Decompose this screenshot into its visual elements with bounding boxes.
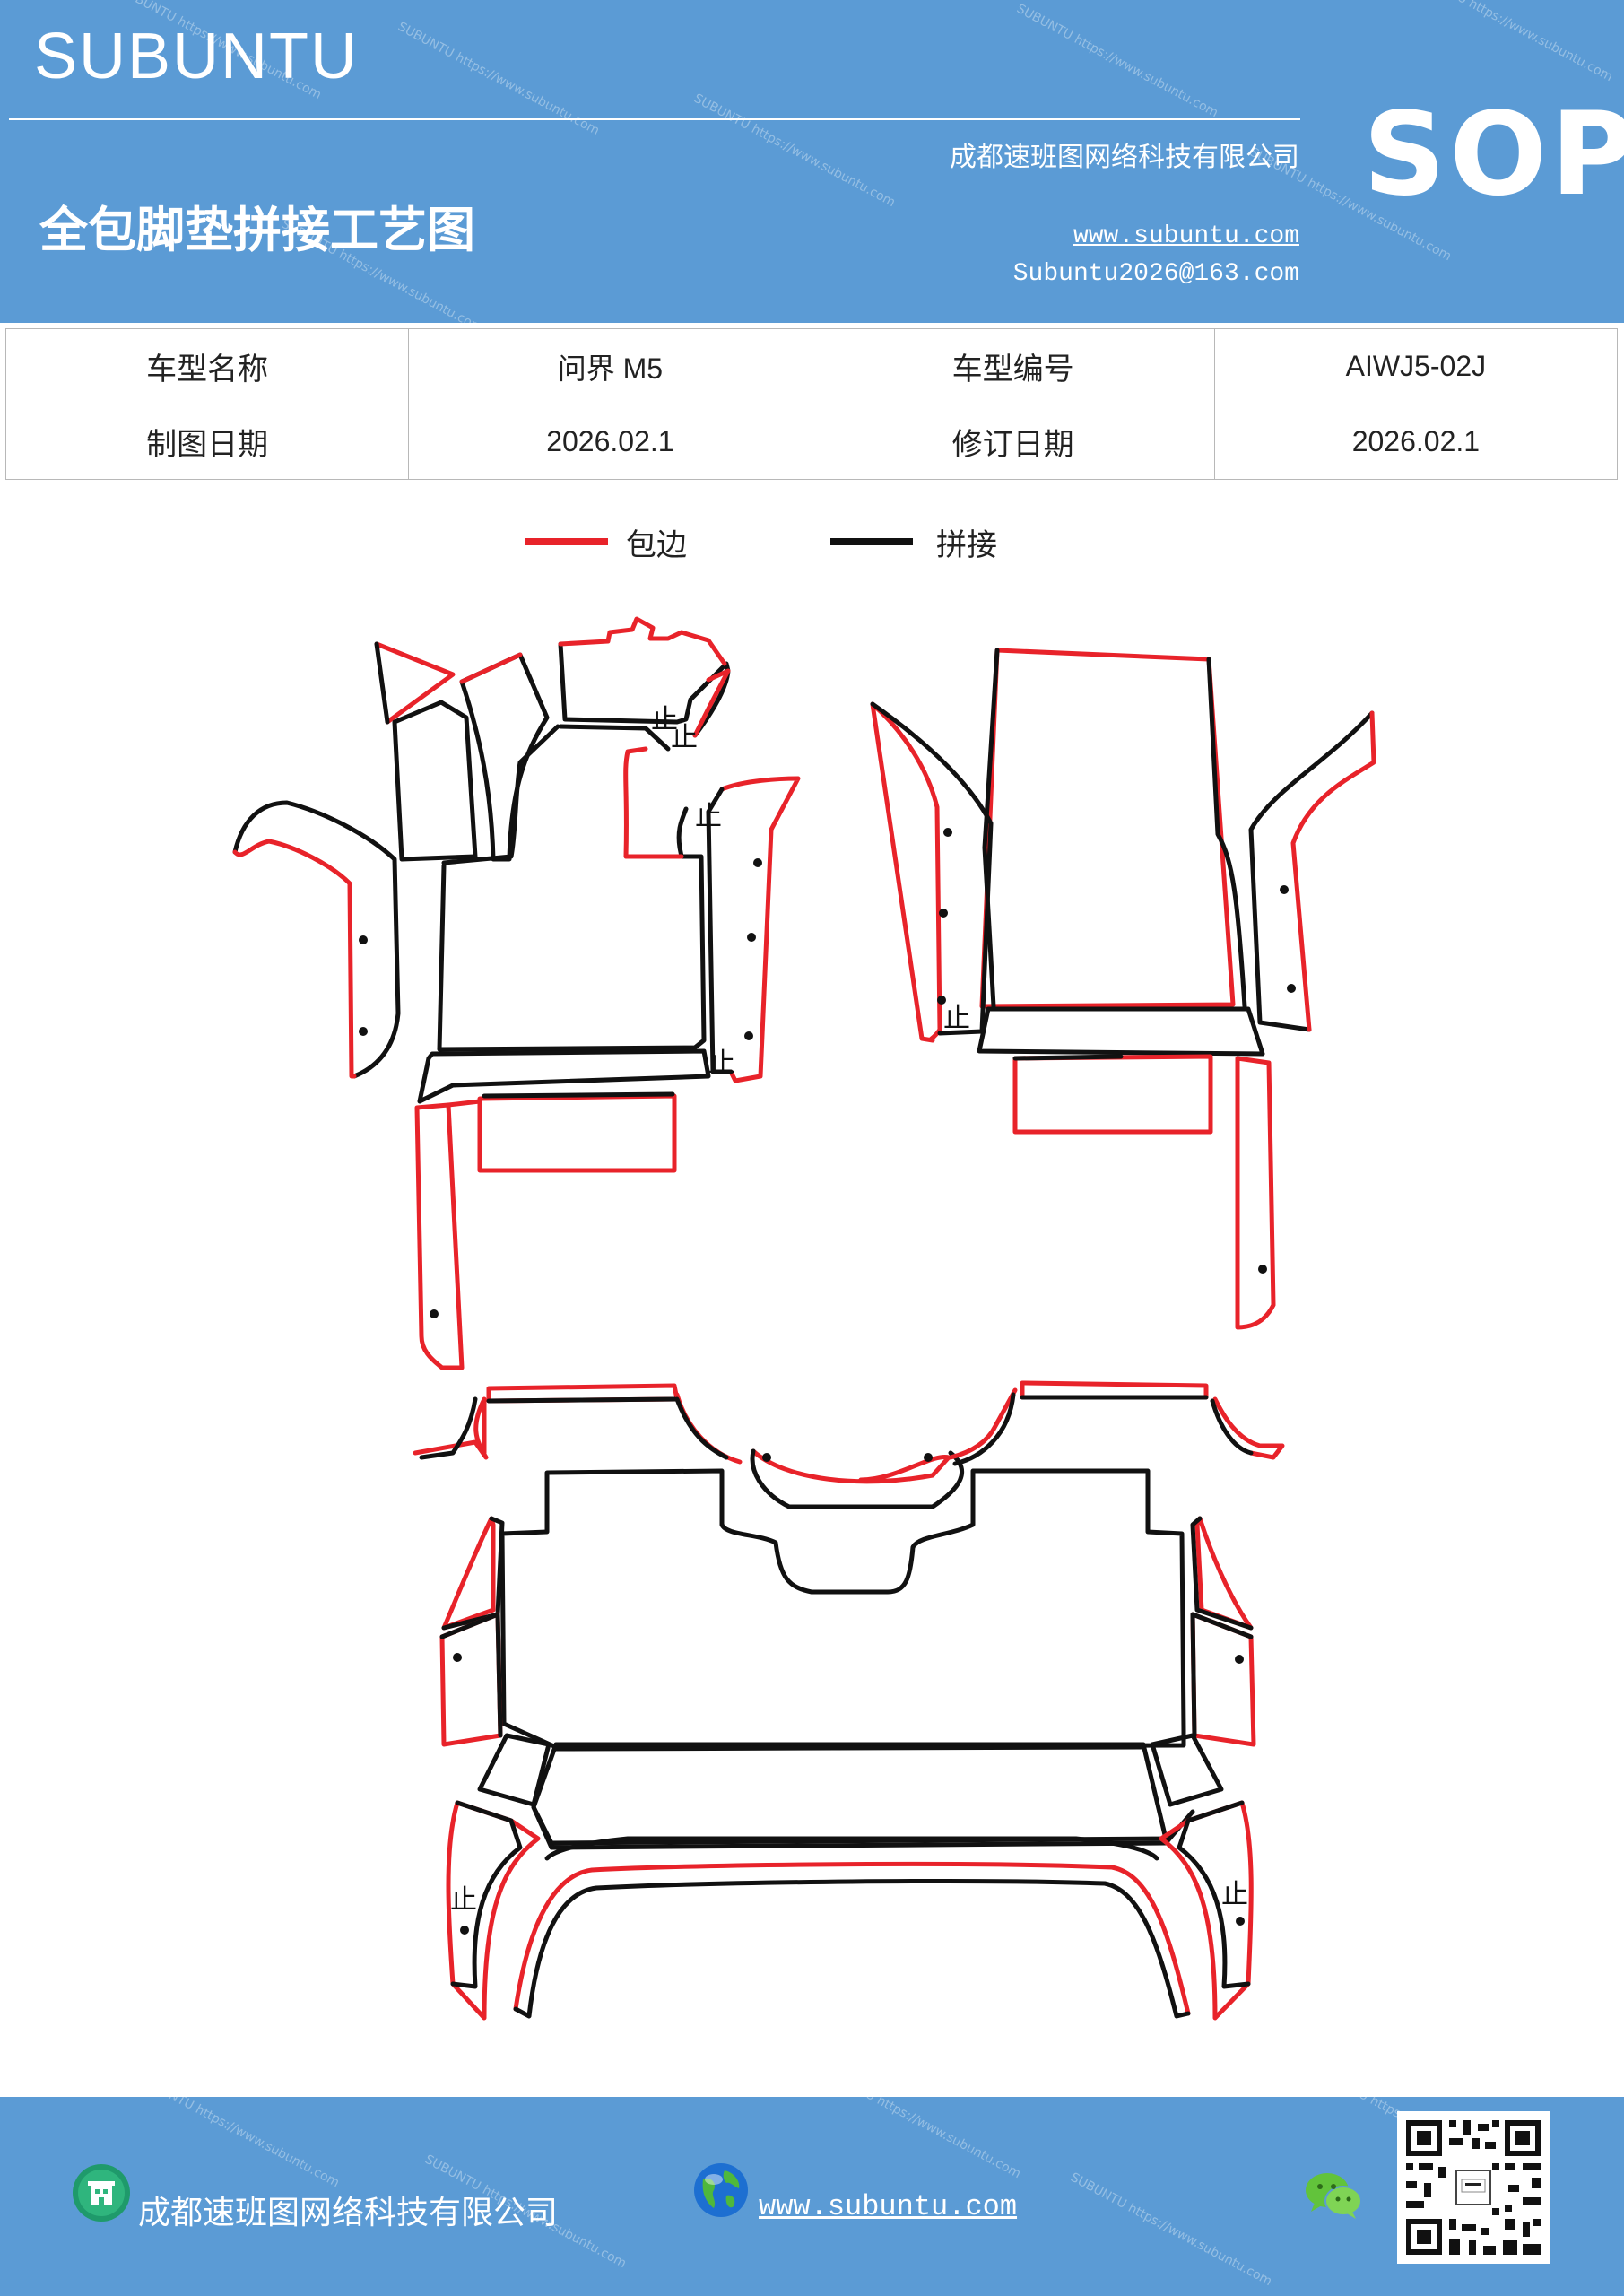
model-code-value: AIWJ5-02J [1213, 328, 1619, 404]
header-banner: SUBUNTU https://www.subuntu.com SUBUNTU … [0, 0, 1624, 323]
qr-code [1397, 2111, 1550, 2264]
stop-mark: 止 [1221, 1879, 1248, 1910]
table-row: 车型名称 问界 M5 车型编号 AIWJ5-02J [4, 328, 1619, 404]
front-right-mat-group [870, 648, 1376, 1330]
stop-mark: 止 [450, 1884, 477, 1916]
model-code-label: 车型编号 [811, 328, 1215, 404]
wechat-icon[interactable] [1302, 2169, 1365, 2222]
watermark: SUBUNTU https://www.subuntu.com [816, 2097, 1023, 2182]
header-divider [9, 118, 1300, 120]
revise-date-label: 修订日期 [811, 404, 1215, 480]
sop-badge: SOP [1363, 88, 1624, 222]
model-name-label: 车型名称 [4, 328, 410, 404]
company-name: 成都速班图网络科技有限公司 [950, 142, 1299, 173]
globe-icon [694, 2163, 748, 2217]
brand-name: SUBUNTU [34, 21, 360, 92]
front-left-mat-group [232, 616, 801, 1370]
vehicle-info-table: 车型名称 问界 M5 车型编号 AIWJ5-02J 制图日期 2026.02.1… [4, 328, 1619, 480]
legend: 包边 拼接 [0, 520, 1624, 574]
draw-date-label: 制图日期 [4, 404, 410, 480]
table-row: 制图日期 2026.02.1 修订日期 2026.02.1 [4, 404, 1619, 480]
footer-company-name: 成都速班图网络科技有限公司 [138, 2195, 559, 2231]
seam-legend-label: 拼接 [936, 527, 997, 563]
stop-mark: 止 [651, 704, 678, 735]
stop-mark: 止 [708, 1048, 735, 1079]
model-name-value: 问界 M5 [408, 328, 812, 404]
footer-banner: SUBUNTU https://www.subuntu.com SUBUNTU … [0, 2097, 1624, 2296]
draw-date-value: 2026.02.1 [408, 404, 812, 480]
seam-legend-swatch [830, 538, 913, 545]
website-link[interactable]: www.subuntu.com [1073, 222, 1299, 250]
hole-markers [359, 828, 1296, 1935]
footer-website-link[interactable]: www.subuntu.com [759, 2190, 1018, 2223]
watermark: SUBUNTU https://www.subuntu.com [1067, 2170, 1274, 2290]
edge-legend-label: 包边 [626, 527, 687, 563]
watermark: SUBUNTU https://www.subuntu.com [135, 2097, 342, 2191]
stop-mark: 止 [695, 801, 722, 832]
edge-legend-swatch [525, 538, 608, 545]
revise-date-value: 2026.02.1 [1213, 404, 1619, 480]
rear-mat-group [413, 1380, 1285, 2021]
building-icon [73, 2164, 130, 2222]
document-title: 全包脚垫拼接工艺图 [39, 201, 475, 258]
stop-mark: 止 [671, 722, 698, 753]
stop-mark: 止 [943, 1003, 970, 1034]
contact-email[interactable]: Subuntu2026@163.com [1012, 260, 1299, 288]
